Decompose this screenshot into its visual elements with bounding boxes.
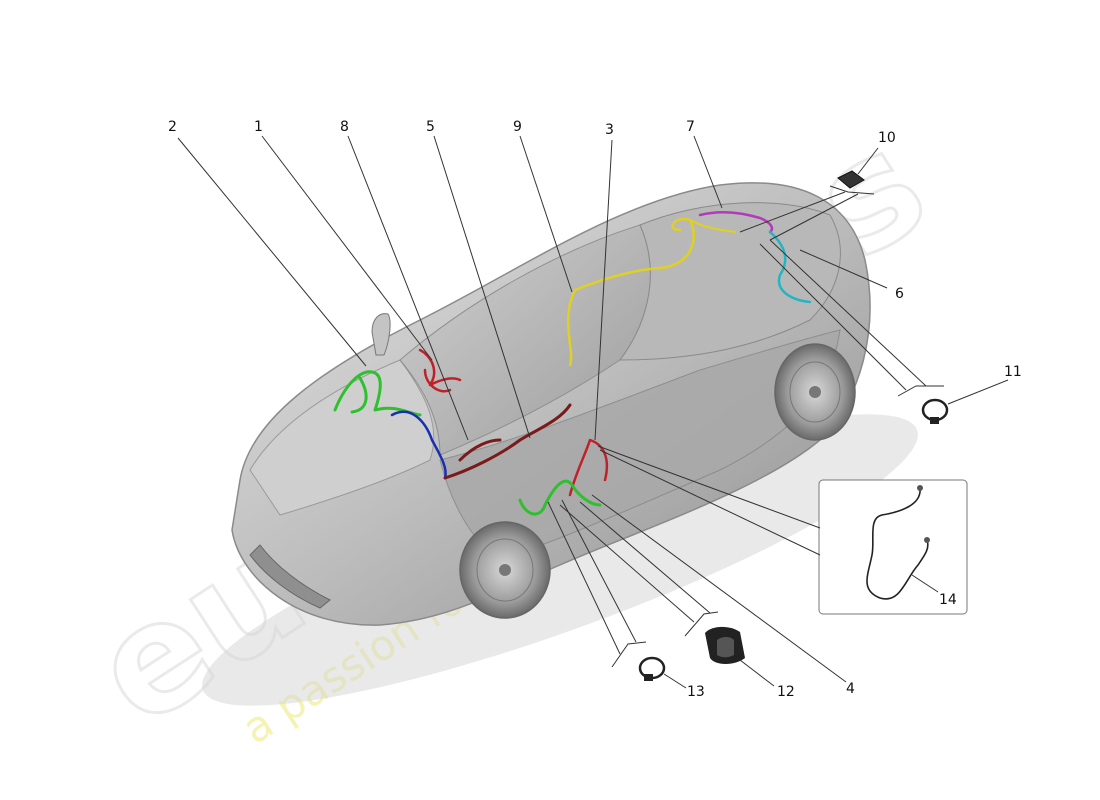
leader-3 xyxy=(594,139,613,441)
leader-13 xyxy=(663,673,687,689)
leader-14-b xyxy=(599,449,821,556)
callout-13: 13 xyxy=(687,684,705,700)
leader-5 xyxy=(433,135,531,439)
callout-11: 11 xyxy=(1004,364,1022,380)
callout-1: 1 xyxy=(254,119,263,135)
callout-6: 6 xyxy=(895,286,904,302)
leader-12-a xyxy=(559,504,695,623)
harness-green-front xyxy=(333,370,422,417)
leader-11-b xyxy=(769,239,927,387)
leader-13-a xyxy=(547,501,621,655)
wiring-harnesses xyxy=(333,210,812,516)
callout-4: 4 xyxy=(846,681,855,697)
detail-inset-14 xyxy=(818,479,968,615)
leader-4 xyxy=(591,494,847,683)
leader-13-bracket xyxy=(611,641,647,668)
part-11-icon xyxy=(921,398,949,424)
leader-12-b xyxy=(579,501,711,614)
callout-3: 3 xyxy=(605,122,614,138)
callout-2: 2 xyxy=(168,119,177,135)
harness-red-front xyxy=(418,348,462,393)
leader-6 xyxy=(799,249,888,289)
harness-blue xyxy=(390,410,447,480)
leader-11-a xyxy=(759,243,907,391)
callout-14: 14 xyxy=(939,592,957,608)
leader-14-a xyxy=(597,445,821,529)
harness-yellow-rear xyxy=(689,219,736,233)
leader-10-bracket xyxy=(829,185,875,195)
leader-12-bracket xyxy=(684,611,719,637)
leader-12 xyxy=(739,659,775,687)
rear-wheel xyxy=(774,343,856,441)
part-13-icon xyxy=(638,656,666,681)
harness-red-center xyxy=(568,438,609,497)
harness-green-center xyxy=(518,479,602,516)
harness-cyan xyxy=(768,230,812,304)
front-wheel xyxy=(459,521,551,619)
harness-magenta xyxy=(698,210,774,234)
callout-5: 5 xyxy=(426,119,435,135)
car-hood xyxy=(249,359,435,516)
callout-12: 12 xyxy=(777,684,795,700)
leader-1 xyxy=(261,135,433,361)
leader-8 xyxy=(347,135,469,441)
part-10-icon xyxy=(837,170,865,189)
leader-11 xyxy=(947,379,1009,405)
leader-2 xyxy=(177,137,367,367)
leader-10 xyxy=(857,147,879,175)
callout-10: 10 xyxy=(878,130,896,146)
callout-8: 8 xyxy=(340,119,349,135)
car-front-grille xyxy=(249,544,331,609)
part-14-cable xyxy=(866,487,929,600)
leader-10-a xyxy=(739,191,846,233)
harness-darkred-dash xyxy=(443,403,572,480)
car-mirror xyxy=(371,313,391,356)
leader-9 xyxy=(519,135,573,293)
part-12-icon xyxy=(705,626,745,664)
callout-9: 9 xyxy=(513,119,522,135)
leader-lines xyxy=(177,135,1009,689)
leader-13-b xyxy=(561,499,637,643)
leader-7 xyxy=(693,135,723,209)
callout-7: 7 xyxy=(686,119,695,135)
leader-10-b xyxy=(769,193,859,241)
leader-11-bracket xyxy=(897,385,944,397)
callout-labels: 2 1 8 5 9 3 7 10 6 11 14 4 12 13 xyxy=(168,119,1022,700)
car-illustration xyxy=(202,182,918,706)
leader-14 xyxy=(911,574,939,593)
car-rear-deck xyxy=(619,202,841,361)
harness-yellow xyxy=(566,217,695,367)
